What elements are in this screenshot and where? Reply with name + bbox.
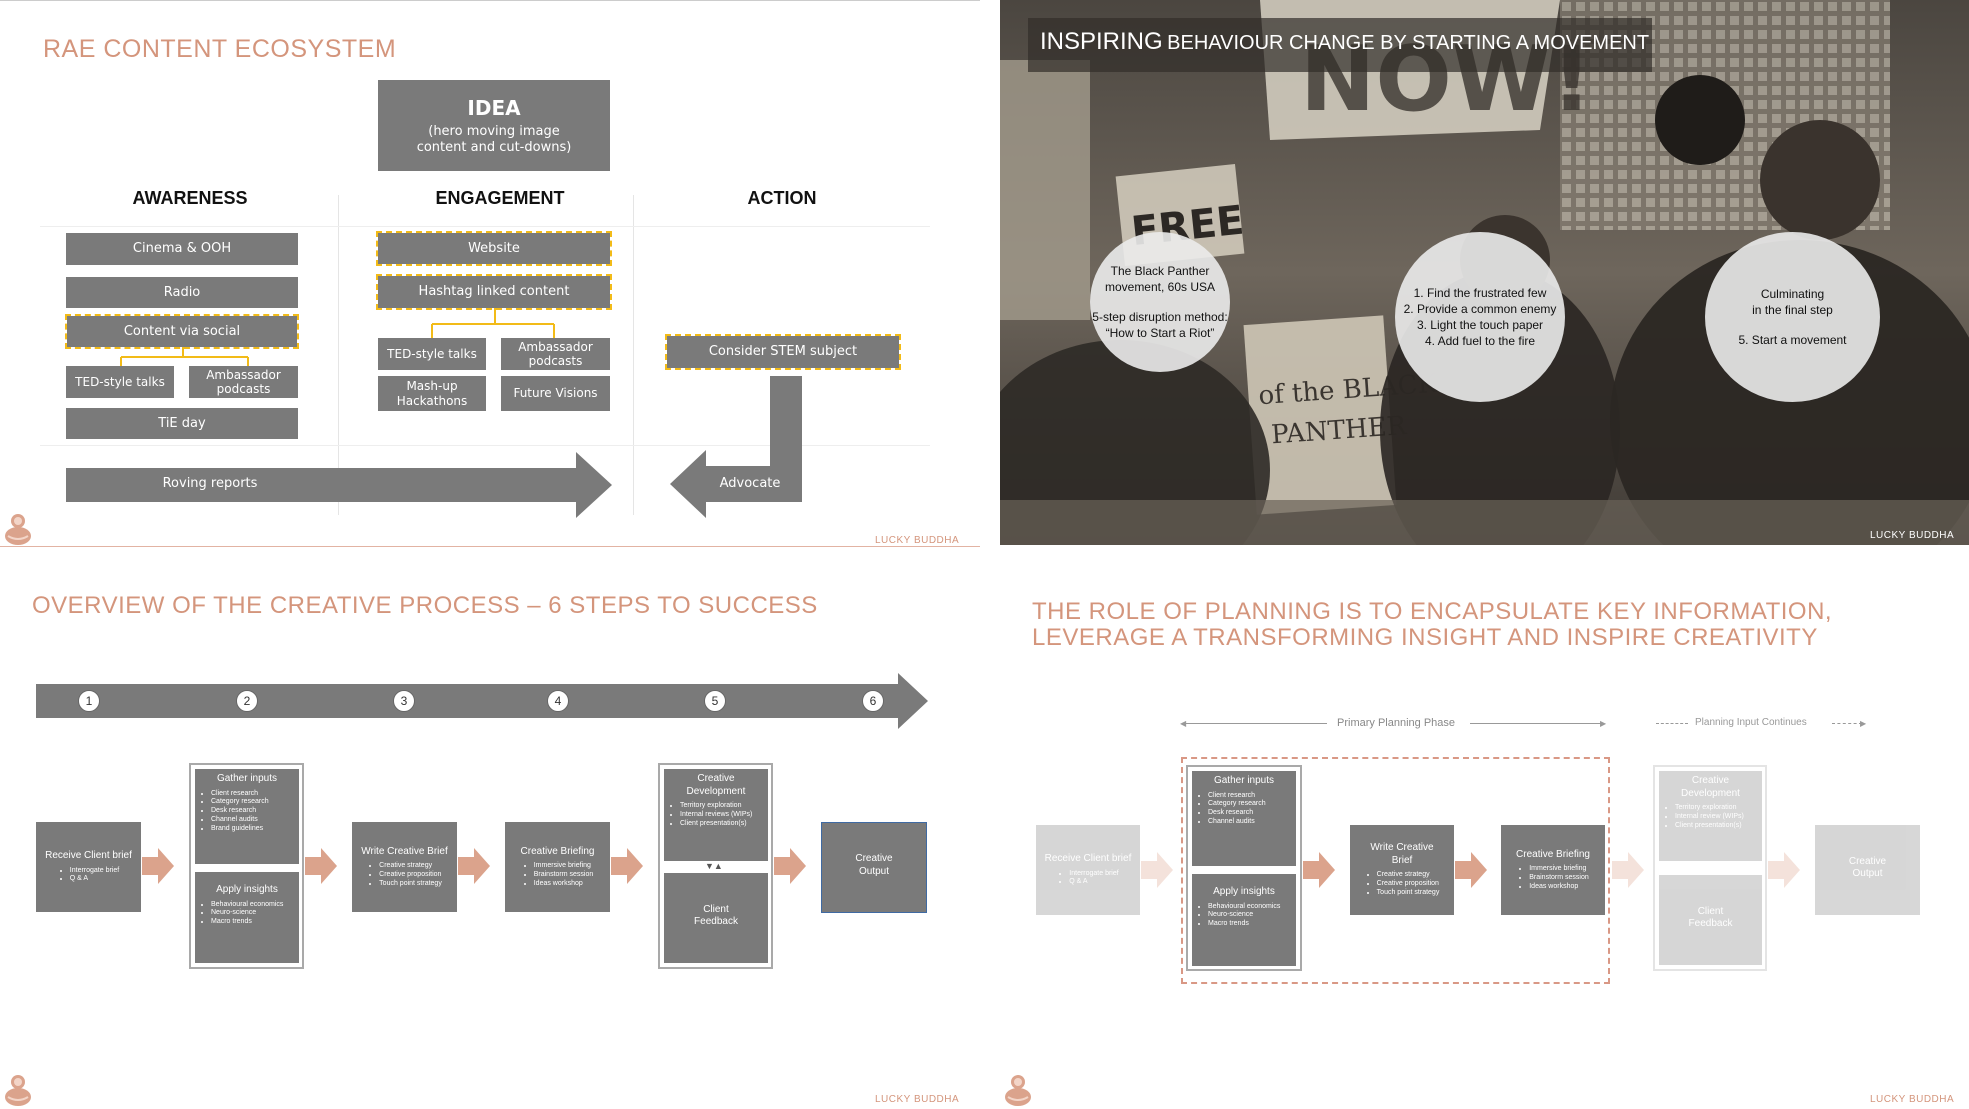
awareness-heading: AWARENESS [90, 188, 290, 209]
idea-subtitle: (hero moving image content and cut-downs… [409, 124, 579, 155]
slide2-title-rest: BEHAVIOUR CHANGE BY STARTING A MOVEMENT [1167, 32, 1649, 54]
flow-arrow-4 [611, 848, 643, 884]
tie-day-box: TiE day [66, 408, 298, 439]
step-number-4: 4 [547, 690, 569, 712]
feedback-loop-icon: ▼▲ [705, 861, 723, 871]
engagement-ambassador-box: Ambassador podcasts [501, 338, 610, 370]
flow-arrow-3 [458, 848, 490, 884]
flow-arrow-5 [774, 848, 806, 884]
continues-line-left [1656, 723, 1688, 724]
flow-arrow-5 [1768, 852, 1800, 888]
stem-box: Consider STEM subject [667, 336, 899, 368]
slide-content-ecosystem: RAE CONTENT ECOSYSTEM IDEA (hero moving … [0, 0, 980, 547]
idea-box: IDEA (hero moving image content and cut-… [378, 80, 610, 171]
flow-arrow-2 [305, 848, 337, 884]
flow-arrow-4 [1612, 852, 1644, 888]
cinema-ooh-box: Cinema & OOH [66, 233, 298, 265]
flow-arrow-1 [1141, 852, 1173, 888]
hashtag-connector [378, 308, 618, 338]
circle-steps: 1. Find the frustrated few 2. Provide a … [1395, 232, 1565, 402]
radio-box: Radio [66, 277, 298, 308]
primary-phase-label: Primary Planning Phase [1337, 717, 1455, 729]
lucky-buddha-logo [3, 512, 33, 546]
slide3-footer: LUCKY BUDDHA [875, 1094, 959, 1105]
slide2-title-big: INSPIRING [1040, 28, 1163, 55]
content-via-social-box: Content via social [67, 316, 297, 347]
roving-label: Roving reports [120, 476, 300, 491]
website-box: Website [378, 233, 610, 264]
step-number-1: 1 [78, 690, 100, 712]
idea-title: IDEA [467, 96, 520, 120]
write-brief-box: Write Creative Brief Creative strategy C… [352, 822, 457, 912]
advocate-arrow [670, 376, 820, 518]
advocate-label: Advocate [705, 476, 795, 491]
engagement-heading: ENGAGEMENT [400, 188, 600, 209]
receive-brief-box: Receive Client brief Interrogate brief Q… [36, 822, 141, 912]
circle-start-movement: Culminating in the final step 5. Start a… [1705, 232, 1880, 402]
step-number-3: 3 [393, 690, 415, 712]
creative-briefing-box: Creative Briefing Immersive briefing Bra… [1501, 825, 1605, 915]
mashup-box: Mash-up Hackathons [378, 376, 486, 411]
apply-insights-box: Apply insights Behavioural economics Neu… [195, 872, 299, 963]
apply-insights-box: Apply insights Behavioural economics Neu… [1192, 874, 1296, 966]
flow-arrow-3 [1455, 852, 1487, 888]
slide-movement: NOW! FREE of the BLACK PANTHER INSPIRING… [1000, 0, 1969, 545]
slide3-title: OVERVIEW OF THE CREATIVE PROCESS – 6 STE… [32, 593, 818, 619]
creative-development-box: Creative Development Territory explorati… [1659, 771, 1762, 861]
timeline-arrow [36, 673, 928, 729]
flow-arrow-2 [1303, 852, 1335, 888]
step-number-5: 5 [704, 690, 726, 712]
slide4-footer: LUCKY BUDDHA [1870, 1094, 1954, 1105]
awareness-ambassador-box: Ambassador podcasts [189, 366, 298, 398]
slide4-title: THE ROLE OF PLANNING IS TO ENCAPSULATE K… [1032, 599, 1832, 652]
step-number-2: 2 [236, 690, 258, 712]
slide2-title: INSPIRING BEHAVIOUR CHANGE BY STARTING A… [1040, 28, 1649, 56]
future-visions-box: Future Visions [501, 376, 610, 411]
slide-creative-process: OVERVIEW OF THE CREATIVE PROCESS – 6 STE… [0, 560, 980, 1109]
lucky-buddha-logo [1003, 1073, 1033, 1107]
creative-briefing-box: Creative Briefing Immersive briefing Bra… [505, 822, 610, 912]
gather-inputs-box: Gather inputs Client research Category r… [195, 769, 299, 864]
hashtag-box: Hashtag linked content [378, 276, 610, 308]
continues-label: Planning Input Continues [1695, 717, 1807, 728]
creative-output-box: Creative Output [821, 822, 927, 913]
social-connector [66, 347, 306, 367]
creative-output-box: Creative Output [1815, 825, 1920, 915]
primary-phase-line-right [1470, 723, 1603, 724]
creative-development-box: Creative Development Territory explorati… [664, 769, 768, 861]
lucky-buddha-logo [3, 1073, 33, 1107]
step-number-6: 6 [862, 690, 884, 712]
continues-line-right [1832, 723, 1862, 724]
circle-black-panther: The Black Panther movement, 60s USA 5-st… [1090, 232, 1230, 372]
action-heading: ACTION [682, 188, 882, 209]
gather-inputs-box: Gather inputs Client research Category r… [1192, 771, 1296, 866]
engagement-ted-box: TED-style talks [378, 338, 486, 370]
flow-arrow-1 [142, 848, 174, 884]
client-feedback-box: Client Feedback [1659, 875, 1762, 965]
slide1-footer: LUCKY BUDDHA [875, 535, 959, 546]
primary-phase-line-left [1182, 723, 1327, 724]
receive-brief-box: Receive Client brief Interrogate brief Q… [1036, 825, 1140, 915]
awareness-ted-box: TED-style talks [66, 366, 174, 398]
slide2-footer: LUCKY BUDDHA [1870, 530, 1954, 541]
slide-role-of-planning: THE ROLE OF PLANNING IS TO ENCAPSULATE K… [1000, 560, 1969, 1109]
slide-title: RAE CONTENT ECOSYSTEM [43, 36, 396, 64]
client-feedback-box: Client Feedback [664, 873, 768, 963]
write-brief-box: Write Creative Brief Creative strategy C… [1350, 825, 1454, 915]
